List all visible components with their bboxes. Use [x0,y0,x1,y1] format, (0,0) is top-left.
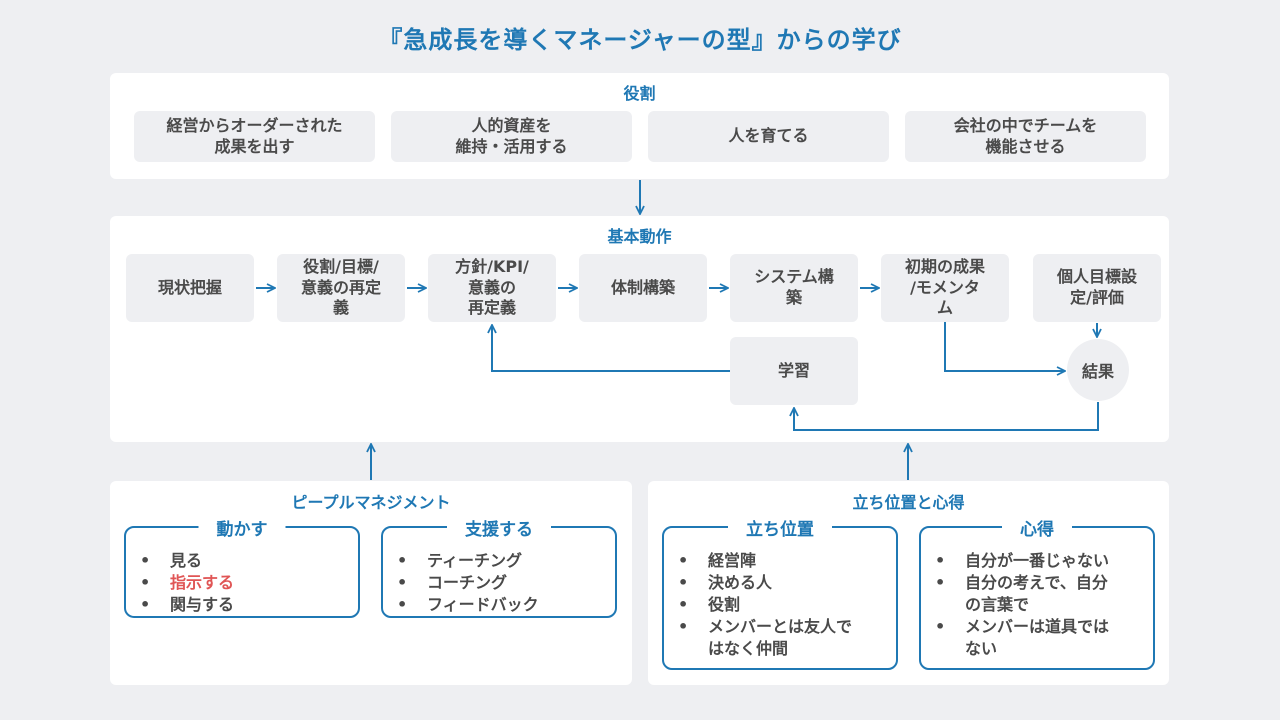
basic-actions-panel: 基本動作 [110,216,1169,442]
list-item: 決める人 [678,572,886,594]
list-item: ティーチング [397,550,605,572]
role-box-4: 会社の中でチームを 機能させる [905,111,1146,162]
mindset-box-title: 心得 [1002,515,1072,540]
list-item: 関与する [140,594,348,616]
role-box-1: 経営からオーダーされた 成果を出す [134,111,375,162]
list-item: 見る [140,550,348,572]
step-momentum: 初期の成果 /モメンタ ム [881,254,1009,322]
list-item: 自分が一番じゃない [935,550,1143,572]
step-current-state: 現状把握 [126,254,254,322]
step-system: システム構 築 [730,254,858,322]
role-box-2: 人的資産を 維持・活用する [391,111,632,162]
list-item: フィードバック [397,594,605,616]
support-box: 支援する ティーチング コーチング フィードバック [381,515,617,618]
list-item: メンバーは道具では ない [935,616,1143,660]
list-item-highlight: 指示する [140,572,348,594]
list-item: 役割 [678,594,886,616]
step-policy-kpi: 方針/KPI/ 意義の 再定義 [428,254,556,322]
basic-actions-title: 基本動作 [607,227,672,246]
list-item: 経営陣 [678,550,886,572]
position-title: 立ち位置と心得 [852,493,965,512]
list-item: 自分の考えで、自分 の言葉で [935,572,1143,616]
move-box-title: 動かす [198,515,286,540]
people-title: ピープルマネジメント [291,493,451,512]
standpoint-box: 立ち位置 経営陣 決める人 役割 メンバーとは友人で はなく仲間 [662,515,898,670]
position-panel: 立ち位置と心得 立ち位置 経営陣 決める人 役割 メンバーとは友人で はなく仲間… [648,481,1169,685]
result-circle: 結果 [1067,339,1129,401]
step-role-redefine: 役割/目標/ 意義の再定 義 [277,254,405,322]
page-title: 『急成長を導くマネージャーの型』からの学び [378,26,902,54]
roles-title: 役割 [623,84,656,103]
standpoint-box-title: 立ち位置 [728,515,832,540]
step-individual-goals: 個人目標設 定/評価 [1033,254,1161,322]
list-item: メンバーとは友人で はなく仲間 [678,616,886,660]
people-panel: ピープルマネジメント 動かす 見る 指示する 関与する 支援する ティーチング … [110,481,632,685]
support-box-title: 支援する [447,515,551,540]
step-structure: 体制構築 [579,254,707,322]
roles-panel: 役割 経営からオーダーされた 成果を出す 人的資産を 維持・活用する 人を育てる… [110,73,1169,179]
move-box: 動かす 見る 指示する 関与する [124,515,360,618]
role-box-3: 人を育てる [648,111,889,162]
mindset-box: 心得 自分が一番じゃない 自分の考えで、自分 の言葉で メンバーは道具では ない [919,515,1155,670]
learning-box: 学習 [730,337,858,405]
list-item: コーチング [397,572,605,594]
